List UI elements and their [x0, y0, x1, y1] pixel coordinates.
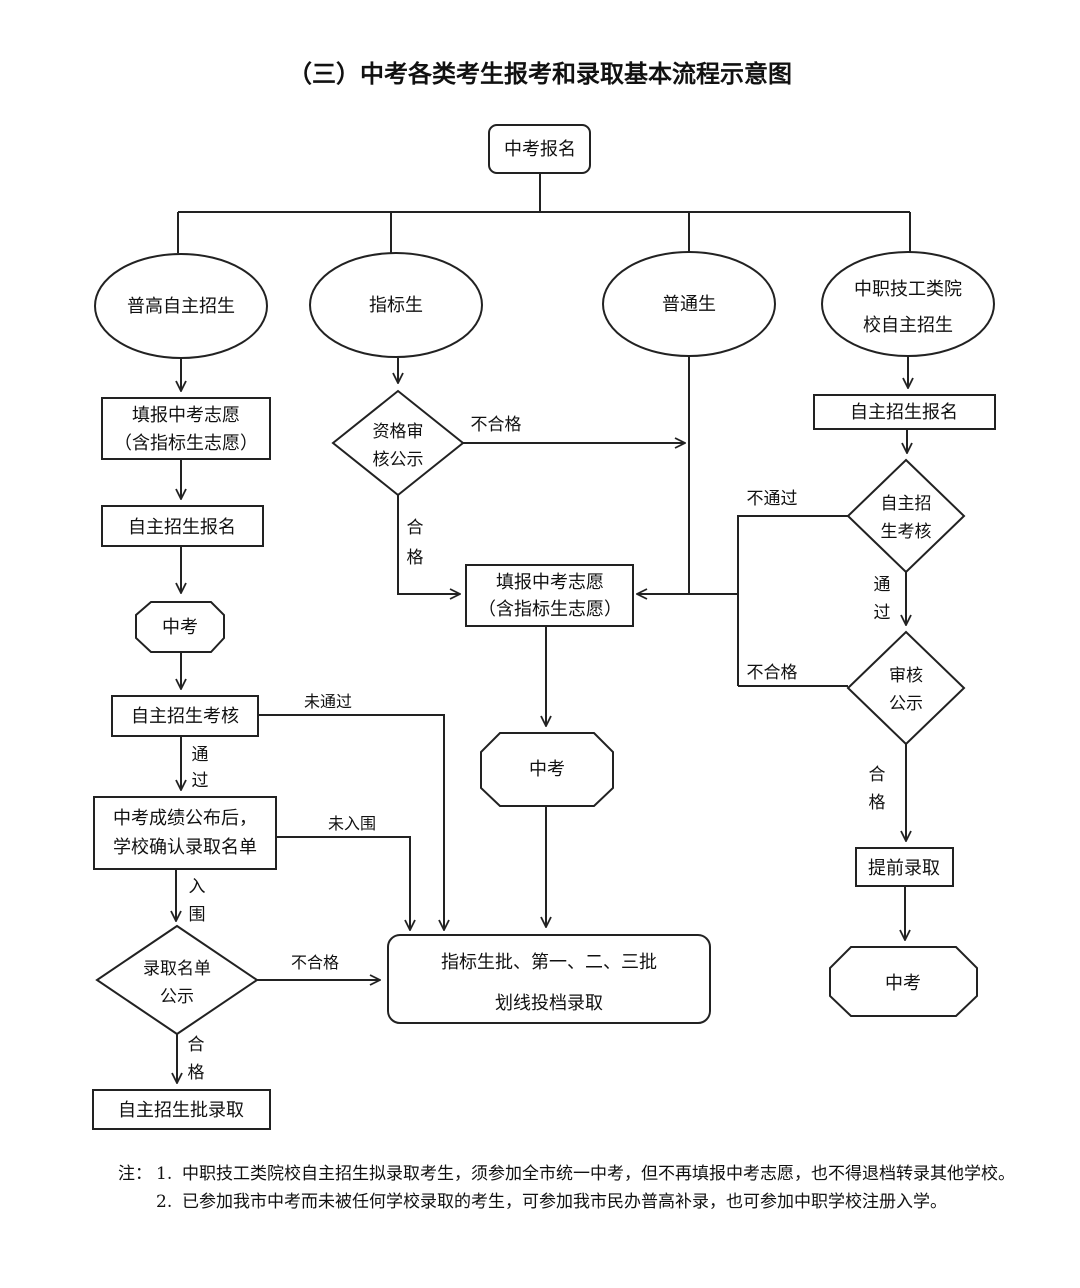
node-final-admission: 指标生批、第一、二、三批 划线投档录取 [387, 934, 711, 1024]
node-quota-review: 资格审 核公示 [331, 389, 465, 497]
node-left-publicity-label-2: 公示 [160, 987, 194, 1007]
node-left-exam: 中考 [135, 601, 225, 653]
node-vocational-autonomous-label-1: 中职技工类院 [854, 279, 962, 300]
node-mid-exam: 中考 [480, 732, 614, 807]
node-mid-fill-application: 填报中考志愿 （含指标生志愿） [465, 564, 634, 627]
node-right-register-label: 自主招生报名 [850, 402, 958, 423]
node-mid-exam-label: 中考 [529, 759, 565, 780]
node-right-assessment-label-1: 自主招 [881, 494, 932, 514]
node-right-early-admit: 提前录取 [855, 847, 954, 887]
node-right-publicity-label-2: 公示 [889, 694, 923, 714]
node-regular-student-label: 普通生 [662, 294, 716, 315]
node-left-publicity-label-1: 录取名单 [143, 959, 211, 979]
node-left-autonomous-admit: 自主招生批录取 [92, 1089, 271, 1130]
node-quota-student-label: 指标生 [369, 295, 423, 316]
node-final-label-2: 划线投档录取 [495, 993, 603, 1014]
node-ordinary-high-autonomous: 普高自主招生 [94, 253, 268, 359]
node-start-label: 中考报名 [504, 139, 576, 160]
flowchart-diagram: （三）中考各类考生报考和录取基本流程示意图 中考报名 普高自主招生 指标生 普通… [92, 60, 996, 1130]
label-right-qualified-1: 合 [869, 765, 886, 785]
node-left-fill-label-1: 填报中考志愿 [132, 405, 240, 426]
node-quota-student: 指标生 [309, 252, 483, 358]
node-mid-fill-label-2: （含指标生志愿） [478, 599, 622, 620]
node-vocational-autonomous: 中职技工类院 校自主招生 [821, 251, 995, 357]
node-right-publicity: 审核 公示 [846, 630, 966, 746]
node-right-publicity-label-1: 审核 [889, 666, 923, 686]
node-start: 中考报名 [488, 124, 591, 174]
footnote-prefix: 注： [118, 1164, 152, 1184]
node-right-early-admit-label: 提前录取 [868, 858, 940, 879]
node-right-exam-label: 中考 [885, 973, 921, 994]
label-left-not-shortlisted: 未入围 [328, 814, 376, 833]
footnote-2-number: 2. [156, 1192, 173, 1212]
label-quota-qualified-1: 合 [407, 518, 424, 538]
node-left-confirm-label-2: 学校确认录取名单 [113, 837, 257, 858]
node-quota-review-label-2: 核公示 [373, 450, 424, 470]
label-left-shortlist-2: 围 [189, 905, 206, 925]
label-right-not-passed: 不通过 [747, 489, 798, 509]
node-left-assessment-label: 自主招生考核 [131, 706, 239, 727]
node-final-label-1: 指标生批、第一、二、三批 [441, 952, 657, 973]
footnote-2: 2. 已参加我市中考而未被任何学校录取的考生，可参加我市民办普高补录，也可参加中… [118, 1188, 1018, 1216]
label-right-unqualified: 不合格 [747, 663, 798, 683]
footnote-2-text: 已参加我市中考而未被任何学校录取的考生，可参加我市民办普高补录，也可参加中职学校… [182, 1192, 947, 1212]
label-left-pass-2: 过 [192, 771, 209, 791]
label-left-shortlist-1: 入 [189, 877, 206, 897]
node-regular-student: 普通生 [602, 251, 776, 357]
node-right-exam: 中考 [829, 946, 978, 1017]
label-quota-unqualified: 不合格 [471, 415, 522, 435]
node-left-register-label: 自主招生报名 [128, 517, 236, 538]
node-left-confirm-list: 中考成绩公布后， 学校确认录取名单 [93, 796, 277, 870]
node-right-register: 自主招生报名 [813, 394, 996, 430]
node-left-confirm-label-1: 中考成绩公布后， [113, 808, 257, 829]
arrow-left-not-passed [258, 714, 444, 930]
node-left-autonomous-admit-label: 自主招生批录取 [118, 1100, 244, 1121]
label-left-pass-1: 通 [192, 745, 209, 765]
node-left-assessment: 自主招生考核 [111, 695, 259, 737]
node-quota-review-label-1: 资格审 [373, 422, 424, 442]
footnotes: 注： 1. 中职技工类院校自主招生拟录取考生，须参加全市统一中考，但不再填报中考… [118, 1160, 1018, 1216]
label-right-qualified-2: 格 [869, 793, 886, 813]
node-left-fill-label-2: （含指标生志愿） [114, 433, 258, 454]
label-left-qualified-1: 合 [188, 1035, 205, 1055]
node-left-fill-application: 填报中考志愿 （含指标生志愿） [101, 397, 271, 460]
connector-right-not-passed [737, 515, 848, 686]
footnote-1-number: 1. [156, 1164, 173, 1184]
label-left-qualified-2: 格 [188, 1063, 205, 1083]
label-left-unqualified: 不合格 [291, 953, 339, 972]
footnote-1-text: 中职技工类院校自主招生拟录取考生，须参加全市统一中考，但不再填报中考志愿，也不得… [182, 1164, 1015, 1184]
footnote-1: 注： 1. 中职技工类院校自主招生拟录取考生，须参加全市统一中考，但不再填报中考… [118, 1160, 1018, 1188]
node-right-assessment: 自主招 生考核 [846, 458, 966, 574]
label-quota-qualified-2: 格 [407, 548, 424, 568]
node-vocational-autonomous-label-2: 校自主招生 [863, 315, 953, 336]
label-right-pass-2: 过 [874, 603, 891, 623]
node-ordinary-high-autonomous-label: 普高自主招生 [127, 296, 235, 317]
label-right-pass-1: 通 [874, 575, 891, 595]
node-left-publicity: 录取名单 公示 [95, 924, 259, 1036]
diagram-title: （三）中考各类考生报考和录取基本流程示意图 [288, 60, 792, 88]
arrow-left-not-shortlisted [276, 836, 410, 930]
node-left-exam-label: 中考 [162, 617, 198, 638]
label-left-not-passed: 未通过 [304, 692, 352, 711]
node-right-assessment-label-2: 生考核 [881, 522, 932, 542]
node-left-register: 自主招生报名 [101, 505, 264, 547]
arrow-quota-qualified [397, 495, 460, 594]
node-mid-fill-label-1: 填报中考志愿 [496, 572, 604, 593]
